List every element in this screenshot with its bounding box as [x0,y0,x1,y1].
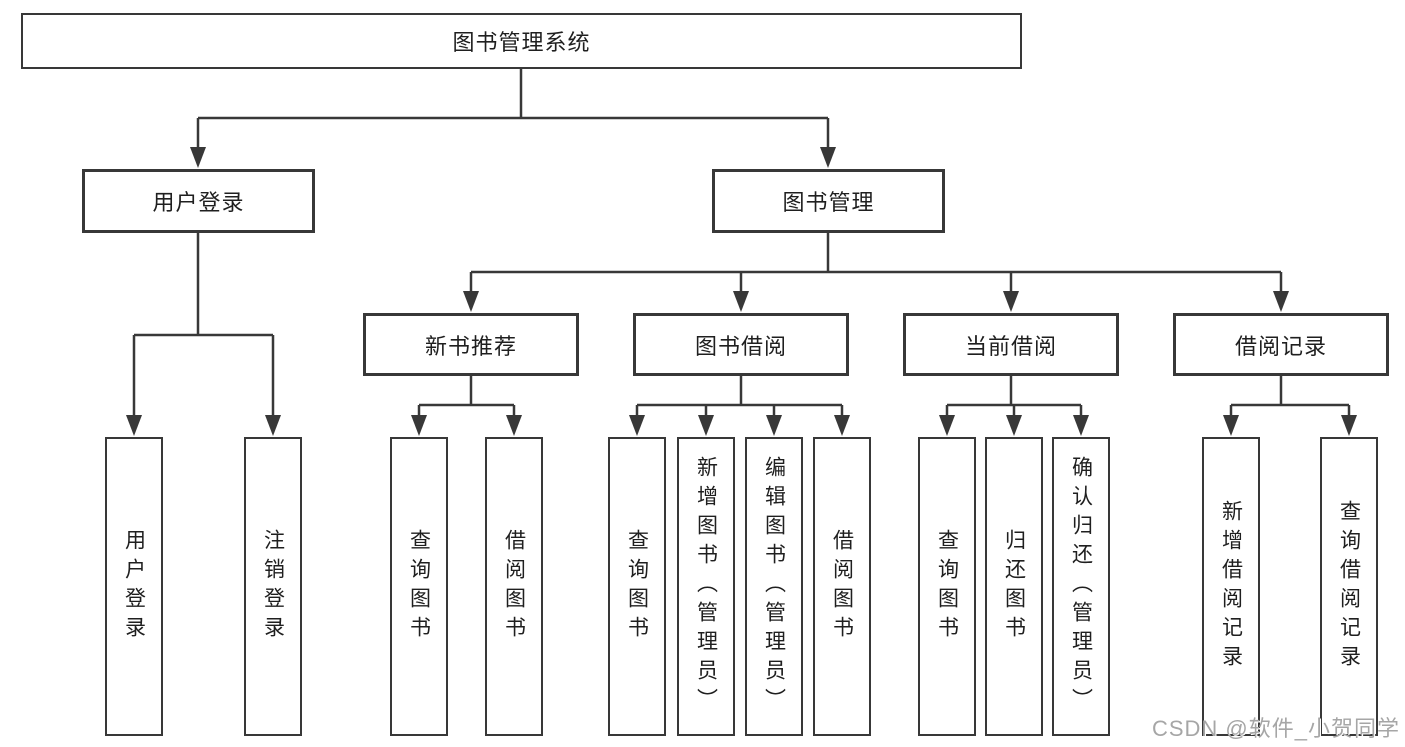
leaf-query-book-borrow: 查询图书 [608,437,666,736]
leaf-confirm-return-admin: 确认归还（管理员） [1052,437,1110,736]
leaf-user-login: 用户登录 [105,437,163,736]
node-system-root: 图书管理系统 [21,13,1022,69]
leaf-add-book-admin: 新增图书（管理员） [677,437,735,736]
node-user-login: 用户登录 [82,169,315,233]
leaf-return-book: 归还图书 [985,437,1043,736]
node-book-borrow: 图书借阅 [633,313,849,376]
leaf-query-book-recommend: 查询图书 [390,437,448,736]
node-borrow-record: 借阅记录 [1173,313,1389,376]
leaf-add-borrow-record: 新增借阅记录 [1202,437,1260,736]
node-new-book-recommend: 新书推荐 [363,313,579,376]
node-book-management: 图书管理 [712,169,945,233]
csdn-watermark: CSDN @软件_小贺同学 [1151,716,1400,741]
leaf-borrow-book-recommend: 借阅图书 [485,437,543,736]
leaf-query-book-current: 查询图书 [918,437,976,736]
leaf-edit-book-admin: 编辑图书（管理员） [745,437,803,736]
leaf-query-borrow-record: 查询借阅记录 [1320,437,1378,736]
node-current-borrow: 当前借阅 [903,313,1119,376]
leaf-borrow-book: 借阅图书 [813,437,871,736]
leaf-logout: 注销登录 [244,437,302,736]
